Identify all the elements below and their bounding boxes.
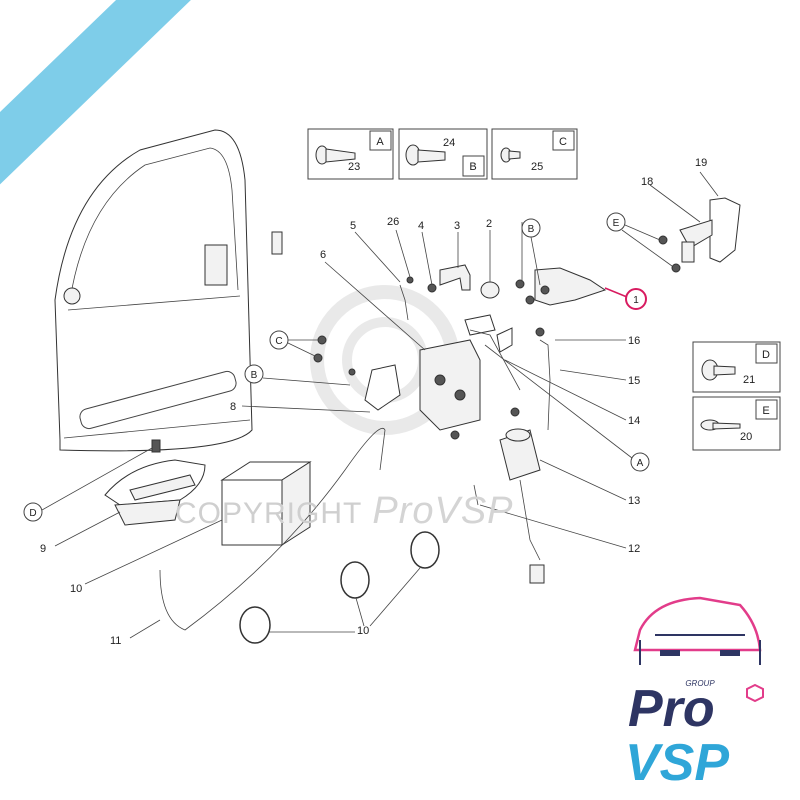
door-actuator: 13 12 <box>473 407 640 584</box>
callout-9: 9 <box>40 543 46 555</box>
box-b-letter: B <box>469 161 476 173</box>
callout-19: 19 <box>695 157 707 169</box>
logo-pro-text: Pro <box>628 680 715 738</box>
callout-17: 16 <box>628 335 640 347</box>
callout-25: 25 <box>531 161 543 173</box>
callout-5: 5 <box>350 220 356 232</box>
box-a-letter: A <box>376 136 384 148</box>
callout-24: 24 <box>443 137 455 149</box>
detail-box-e: E 20 <box>692 396 781 451</box>
copyright-brand: ProVSP <box>372 490 514 532</box>
lock-mechanism: 6 C <box>269 249 521 440</box>
detail-box-a: A 23 <box>307 128 394 180</box>
callout-4: 4 <box>418 220 424 232</box>
logo-group-text: GROUP <box>685 679 715 688</box>
release-cables: 11 <box>110 428 386 647</box>
callout-11: 11 <box>110 635 121 647</box>
callout-23: 23 <box>348 161 360 173</box>
callout-21: 21 <box>743 374 755 386</box>
ref-c: C <box>275 336 282 347</box>
callout-10: 10 <box>70 583 82 595</box>
callout-18: 18 <box>641 176 653 188</box>
callout-26: 26 <box>387 216 399 228</box>
inner-handle: D 9 <box>23 439 206 555</box>
ref-b-left: B <box>251 370 258 381</box>
box-d-letter: D <box>762 349 770 361</box>
callout-13: 12 <box>628 543 640 555</box>
callout-2: 2 <box>486 218 492 230</box>
logo-vsp-text: VSP <box>625 734 729 792</box>
callout-16: 15 <box>628 375 640 387</box>
ref-e: E <box>613 218 620 229</box>
box-c-letter: C <box>559 136 567 148</box>
cable-straps: 10 <box>239 531 440 644</box>
striker-bracket: 1 B <box>515 218 647 310</box>
ref-a: A <box>637 458 644 469</box>
callout-15: 14 <box>628 415 640 427</box>
callout-3: 3 <box>454 220 460 232</box>
door-panel <box>54 129 283 452</box>
lock-cover: B 8 <box>230 364 401 413</box>
rods-and-clips: 16 15 14 A <box>484 327 650 472</box>
provsp-logo: GROUP Pro VSP <box>625 596 764 792</box>
copyright-text: COPYRIGHT <box>175 497 363 530</box>
detail-box-c: C 25 <box>491 128 578 180</box>
callout-6: 6 <box>320 249 326 261</box>
detail-box-d: D 21 <box>692 341 781 393</box>
box-e-letter: E <box>762 405 769 417</box>
hinge-assembly: 18 19 E <box>606 157 741 273</box>
callout-8: 8 <box>230 401 236 413</box>
ref-d: D <box>29 508 36 519</box>
copyright-watermark: COPYRIGHT ProVSP <box>175 490 514 533</box>
callout-1: 1 <box>633 295 639 306</box>
callout-12: 10 <box>357 625 369 637</box>
callout-14: 13 <box>628 495 640 507</box>
callout-20: 20 <box>740 431 752 443</box>
upper-linkage-parts: 2 3 4 26 5 <box>350 216 500 321</box>
ref-b-top: B <box>528 224 535 235</box>
detail-box-b: B 24 <box>398 128 488 180</box>
